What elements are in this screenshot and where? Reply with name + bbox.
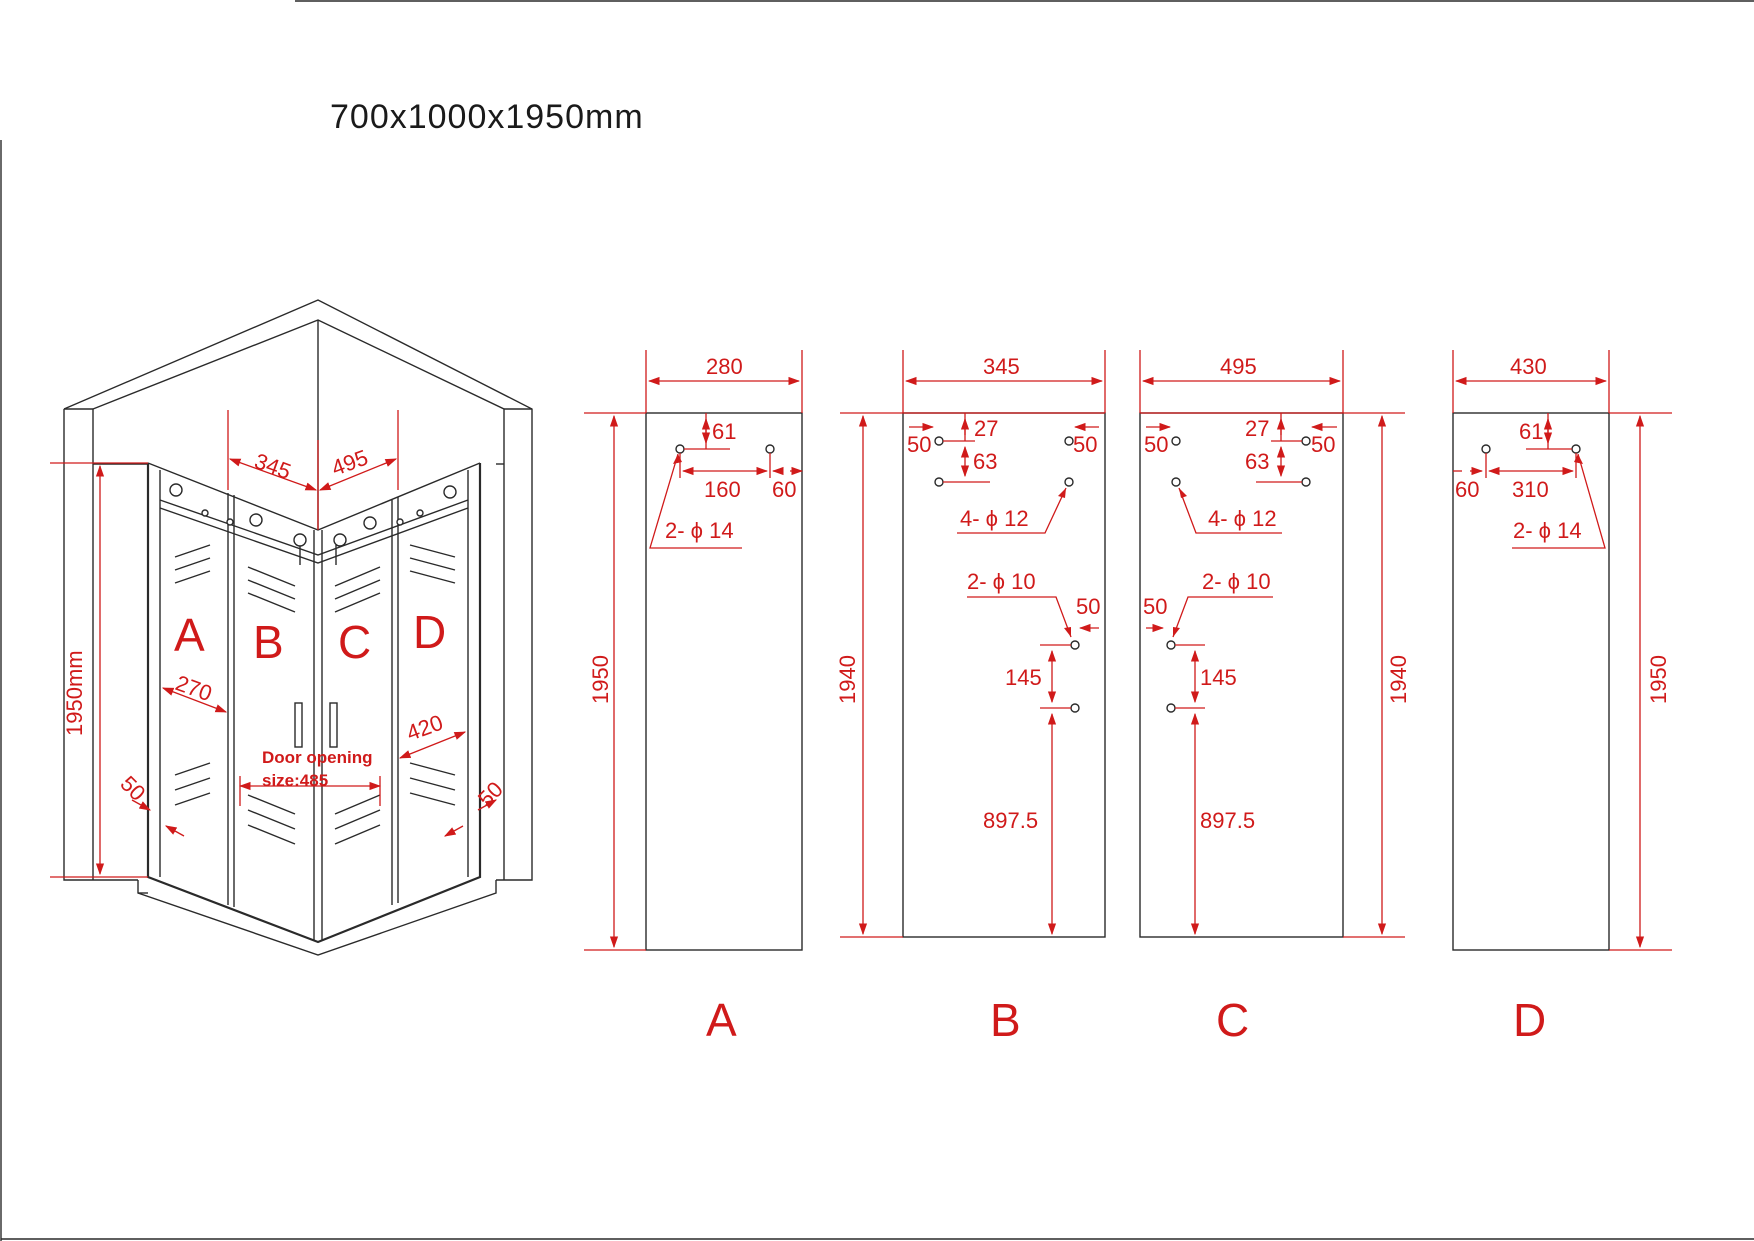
iso-dim-50-right: 50 [473,777,508,812]
panel-a-dim-160: 160 [704,477,741,502]
iso-dim-50-left: 50 [115,771,150,806]
panel-d-width: 430 [1510,354,1547,379]
panel-d-dim-60: 60 [1455,477,1479,502]
panel-c-holes-spec-12: 4- ϕ 12 [1208,506,1277,531]
panel-c-hole-5 [1166,640,1176,650]
panel-letter-c: C [338,616,371,668]
panel-b-dim-897: 897.5 [983,808,1038,833]
panel-b-hole-2 [1064,436,1074,446]
panel-letter-d: D [413,606,446,658]
panel-c-hole-6 [1166,703,1176,713]
panel-c-dim-27: 27 [1245,416,1269,441]
panel-c-hole-1 [1171,436,1181,446]
panel-d-letter: D [1513,994,1546,1046]
door-opening-line2: size:485 [262,771,328,790]
panel-c-drawing: 495 1940 50 27 50 63 4- ϕ 12 2- ϕ 10 50 [1139,350,1411,1046]
panel-c-dim-63: 63 [1245,449,1269,474]
panel-a-letter: A [706,994,737,1046]
panel-b-dim-63: 63 [973,449,997,474]
panel-letter-b: B [253,616,284,668]
corner-walls [63,299,533,881]
panel-b-letter: B [990,994,1021,1046]
panel-c-outline [1139,412,1344,938]
panel-a-drawing: 280 1950 61 160 60 2- ϕ 14 A [584,350,804,1046]
panel-b-hole-1 [934,436,944,446]
panel-d-outline [1452,412,1610,951]
panel-b-hole-4 [1064,477,1074,487]
panel-c-dim-897: 897.5 [1200,808,1255,833]
panel-c-dim-50-left: 50 [1144,432,1168,457]
panel-d-hole-1 [1481,444,1491,454]
panel-b-dim-27: 27 [974,416,998,441]
panel-b-hole-6 [1070,703,1080,713]
panel-b-dim-50-left: 50 [907,432,931,457]
panel-b-width: 345 [983,354,1020,379]
panel-b-height: 1940 [835,655,860,704]
iso-dim-270: 270 [172,670,215,706]
panel-a-width: 280 [706,354,743,379]
panel-a-hole-2 [765,444,775,454]
panel-b-hole-3 [934,477,944,487]
panel-c-dim-145: 145 [1200,665,1237,690]
panel-c-dim-50-right: 50 [1311,432,1335,457]
panel-c-hole-4 [1301,477,1311,487]
door-handle-right [329,702,338,748]
enclosure-panels [146,462,482,944]
panel-b-hole-5 [1070,640,1080,650]
panel-a-hole-1 [675,444,685,454]
panel-b-holes-spec-10: 2- ϕ 10 [967,569,1036,594]
panel-c-hole-3 [1171,477,1181,487]
iso-dim-495: 495 [328,445,371,481]
door-opening-line1: Door opening [262,748,372,767]
panel-c-height: 1940 [1386,655,1411,704]
isometric-view: 1950mm 345 495 A B C D 270 420 Door open… [50,299,533,956]
panel-d-drawing: 430 1950 61 60 310 2- ϕ 14 D [1452,350,1672,1046]
panel-c-dim-50-mid: 50 [1143,594,1167,619]
panel-b-holes-spec-12: 4- ϕ 12 [960,506,1029,531]
panel-a-dim-60: 60 [772,477,796,502]
iso-dim-345: 345 [251,448,294,484]
panel-d-holes-spec: 2- ϕ 14 [1513,518,1582,543]
panel-c-holes-spec-10: 2- ϕ 10 [1202,569,1271,594]
panel-b-dim-50-right: 50 [1073,432,1097,457]
panel-d-hole-2 [1571,444,1581,454]
shower-tray [137,880,497,956]
panel-c-width: 495 [1220,354,1257,379]
panel-a-height: 1950 [588,655,613,704]
panel-a-outline [645,412,803,951]
panel-a-dim-61: 61 [712,419,736,444]
panel-b-dim-145: 145 [1005,665,1042,690]
panel-b-outline [902,412,1106,938]
panel-b-dim-50-mid: 50 [1076,594,1100,619]
panel-letter-a: A [174,609,205,661]
panel-d-dim-310: 310 [1512,477,1549,502]
panel-d-height: 1950 [1646,655,1671,704]
panel-d-dim-61: 61 [1519,419,1543,444]
iso-height-label: 1950mm [62,650,87,736]
panel-c-hole-2 [1301,436,1311,446]
panel-a-holes-spec: 2- ϕ 14 [665,518,734,543]
panel-c-letter: C [1216,994,1249,1046]
panel-b-drawing: 345 1940 50 27 50 63 4- ϕ 12 2- ϕ 10 50 [835,350,1106,1046]
door-handle-left [294,702,303,748]
drawing-title: 700x1000x1950mm [330,98,644,136]
iso-dim-420: 420 [403,710,446,746]
